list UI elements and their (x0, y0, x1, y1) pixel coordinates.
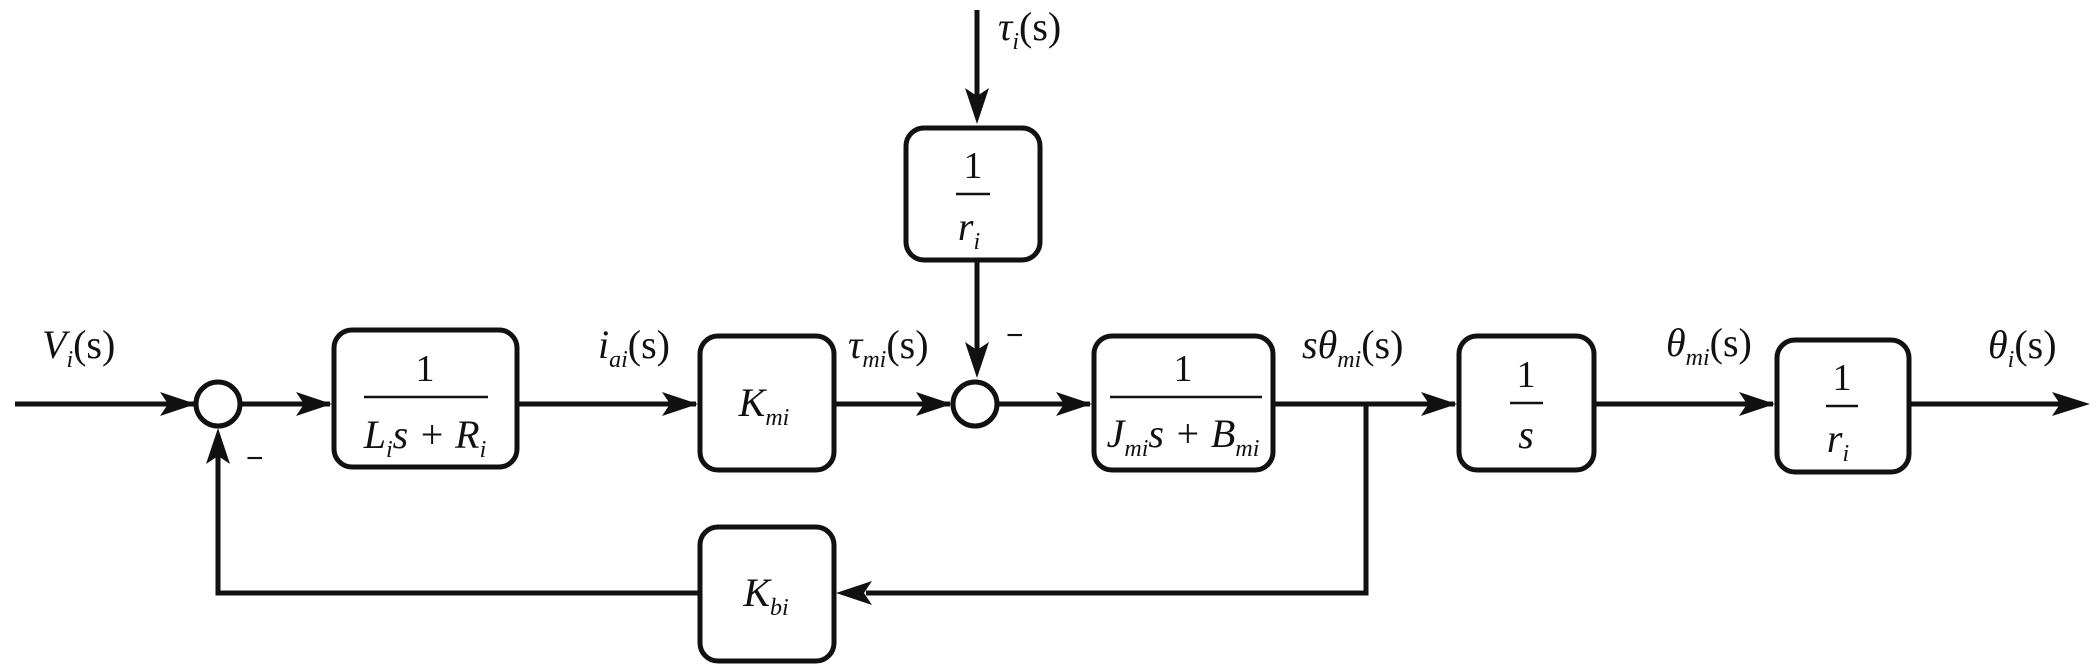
summing-junction-1 (193, 379, 243, 429)
gear-ratio-output-denominator: ri (1827, 416, 1849, 467)
arrow-into-sum1-bottom (206, 428, 230, 464)
arrow-into-kmi (662, 392, 698, 416)
back-emf-label: Kbi (742, 570, 788, 621)
sum2-minus-sign: − (1006, 319, 1024, 352)
electrical-denominator: Lis + Ri (363, 412, 487, 463)
motor-torque-signal-label: τmi(s) (848, 322, 929, 373)
load-torque-signal-label: τi(s) (998, 4, 1061, 55)
arrow-into-sum2-top (965, 342, 989, 378)
arrow-into-gear-load (965, 88, 989, 124)
gear-ratio-load-denominator: ri (958, 204, 980, 255)
mechanical-block: 1 Jmis + Bmi (1091, 333, 1276, 473)
integrator-numerator: 1 (1517, 354, 1536, 396)
arrow-into-kbi (836, 581, 872, 605)
arrow-into-electrical (296, 392, 332, 416)
integrator-denominator: s (1518, 412, 1534, 457)
electrical-block: 1 Lis + Ri (331, 327, 520, 470)
arrow-into-gear-ratio (1739, 392, 1775, 416)
torque-constant-label: Kmi (738, 380, 790, 431)
input-signal-label: Vi(s) (42, 322, 115, 373)
velocity-signal-label: sθmi(s) (1302, 322, 1403, 373)
electrical-numerator: 1 (416, 348, 435, 390)
summing-junction-2 (950, 379, 1000, 429)
output-signal-label: θi(s) (1988, 322, 2057, 373)
gear-ratio-load-block: 1 ri (903, 125, 1043, 263)
arrow-into-sum1 (160, 392, 196, 416)
arrowheads (160, 88, 2090, 605)
torque-constant-block: Kmi (697, 333, 837, 473)
back-emf-block: Kbi (697, 524, 837, 664)
arrow-output (2052, 392, 2090, 416)
sum1-minus-sign: − (246, 442, 264, 475)
arrow-into-mechanical (1056, 392, 1092, 416)
integrator-block: 1 s (1456, 333, 1597, 473)
mechanical-numerator: 1 (1174, 348, 1193, 390)
signal-wires (15, 10, 2070, 596)
feedback-branch-wire (866, 404, 1369, 596)
current-signal-label: iai(s) (598, 322, 670, 373)
arrow-into-sum2 (916, 392, 952, 416)
mechanical-denominator: Jmis + Bmi (1107, 411, 1260, 462)
motor-angle-signal-label: θmi(s) (1666, 320, 1752, 371)
gear-ratio-load-numerator: 1 (964, 145, 983, 187)
arrow-into-integrator (1421, 392, 1457, 416)
feedback-return-wire (215, 450, 700, 596)
gear-ratio-output-numerator: 1 (1833, 357, 1852, 399)
gear-ratio-output-block: 1 ri (1774, 337, 1912, 475)
